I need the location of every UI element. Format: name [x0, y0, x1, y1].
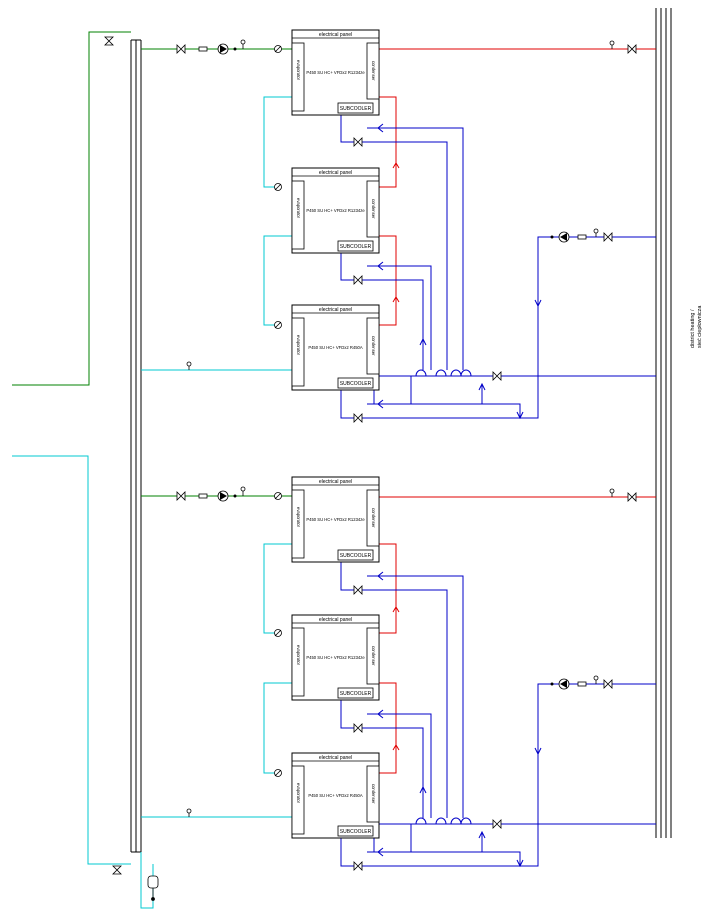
heat-pump-unit[interactable]: electrical panel evaporator condenser SU…: [291, 476, 380, 563]
pump-group-top: [176, 39, 282, 55]
valve-icon: [627, 44, 637, 54]
condenser-label: condenser: [371, 336, 376, 356]
chilled-supply-pipe-top: [12, 31, 292, 386]
hot-line-valves: [609, 40, 637, 502]
unit-model-label: P450 SU HC+ VFDx2 R450A: [308, 793, 363, 798]
thermometer-icon: [609, 40, 615, 497]
unit-model-label: P450 SU HC+ VFDx2 R1234ze: [306, 517, 365, 522]
heat-pump-unit[interactable]: electrical panel evaporator condenser SU…: [291, 614, 380, 701]
condenser-label: condenser: [371, 646, 376, 666]
valve-icon: [603, 679, 613, 689]
thermometer-icon: [240, 486, 246, 496]
subcooler-label: SUBCOOLER: [340, 691, 372, 697]
filter-icon: [577, 681, 587, 687]
evaporator-label: evaporator: [296, 507, 301, 528]
electrical-panel-label: electrical panel: [319, 32, 352, 38]
condenser-label: condenser: [371, 784, 376, 804]
evaporator-return-pipes: [141, 96, 292, 818]
chilled-return-pipe-left: [12, 455, 154, 909]
district-heating-label: district heating / sieć ciepłownicza: [690, 305, 703, 348]
condenser-loop-bottom: [340, 560, 656, 867]
heat-pump-unit[interactable]: electrical panel evaporator condenser SU…: [291, 167, 380, 254]
flow-meter-icon: [274, 492, 282, 500]
filter-icon: [198, 493, 208, 499]
evaporator-label: evaporator: [296, 60, 301, 81]
thermometer-icon: [593, 228, 599, 237]
district-heating-headers: [655, 8, 672, 838]
heat-pump-unit[interactable]: electrical panel evaporator condenser SU…: [291, 304, 380, 391]
valve-icon: [627, 492, 637, 502]
evaporator-label: evaporator: [296, 198, 301, 219]
flow-meter-icon: [274, 45, 282, 53]
subcooler-label: SUBCOOLER: [340, 106, 372, 112]
valve-icon: [112, 865, 122, 875]
evaporator-label: evaporator: [296, 335, 301, 356]
valve-icon: [353, 723, 363, 733]
heat-pump-unit[interactable]: electrical panel evaporator condenser SU…: [291, 752, 380, 839]
thermometer-icon: [240, 39, 246, 49]
condenser-loop-top: [340, 112, 656, 419]
condenser-label: condenser: [371, 508, 376, 528]
condenser-label: condenser: [371, 61, 376, 81]
thermometer-icon: [593, 675, 599, 684]
subcooler-label: SUBCOOLER: [340, 244, 372, 250]
evaporator-flow-meters: [274, 183, 282, 777]
valve-icon: [492, 819, 502, 829]
electrical-panel-label: electrical panel: [319, 170, 352, 176]
valve-icon: [176, 44, 186, 54]
valve-icon: [603, 232, 613, 242]
valve-icon: [353, 585, 363, 595]
unit-model-label: P450 SU HC+ VFDx2 R1234ze: [306, 655, 365, 660]
electrical-panel-label: electrical panel: [319, 307, 352, 313]
unit-model-label: P450 SU HC+ VFDx2 R1234ze: [306, 208, 365, 213]
valve-icon: [353, 275, 363, 285]
valve-icon: [176, 491, 186, 501]
filter-icon: [198, 46, 208, 52]
condenser-flow-arrows: [377, 123, 542, 868]
unit-model-label: P450 SU HC+ VFDx2 R1234ze: [306, 70, 365, 75]
condenser-label: condenser: [371, 199, 376, 219]
valve-icon: [104, 36, 114, 46]
subcooler-label: SUBCOOLER: [340, 553, 372, 559]
return-thermometers: [186, 361, 192, 817]
evaporator-label: evaporator: [296, 783, 301, 804]
condenser-loop-valves: [353, 137, 613, 871]
heat-pump-unit[interactable]: electrical panel evaporator condenser SU…: [291, 29, 380, 116]
evaporator-label: evaporator: [296, 645, 301, 666]
left-headers: [130, 39, 142, 853]
valve-icon: [492, 371, 502, 381]
subcooler-label: SUBCOOLER: [340, 381, 372, 387]
expansion-vessel-icon: [147, 875, 159, 901]
pump-group-bottom: [176, 486, 282, 502]
unit-model-label: P450 SU HC+ VFDx2 R450A: [308, 345, 363, 350]
valve-icon: [353, 137, 363, 147]
district-heating-pumps: [550, 228, 599, 690]
electrical-panel-label: electrical panel: [319, 617, 352, 623]
hot-flow-arrows: [392, 162, 400, 751]
electrical-panel-label: electrical panel: [319, 479, 352, 485]
hot-supply-pipes: [367, 48, 656, 774]
valve-icon: [353, 861, 363, 871]
electrical-panel-label: electrical panel: [319, 755, 352, 761]
filter-icon: [577, 234, 587, 240]
valve-icon: [353, 413, 363, 423]
subcooler-label: SUBCOOLER: [340, 829, 372, 835]
